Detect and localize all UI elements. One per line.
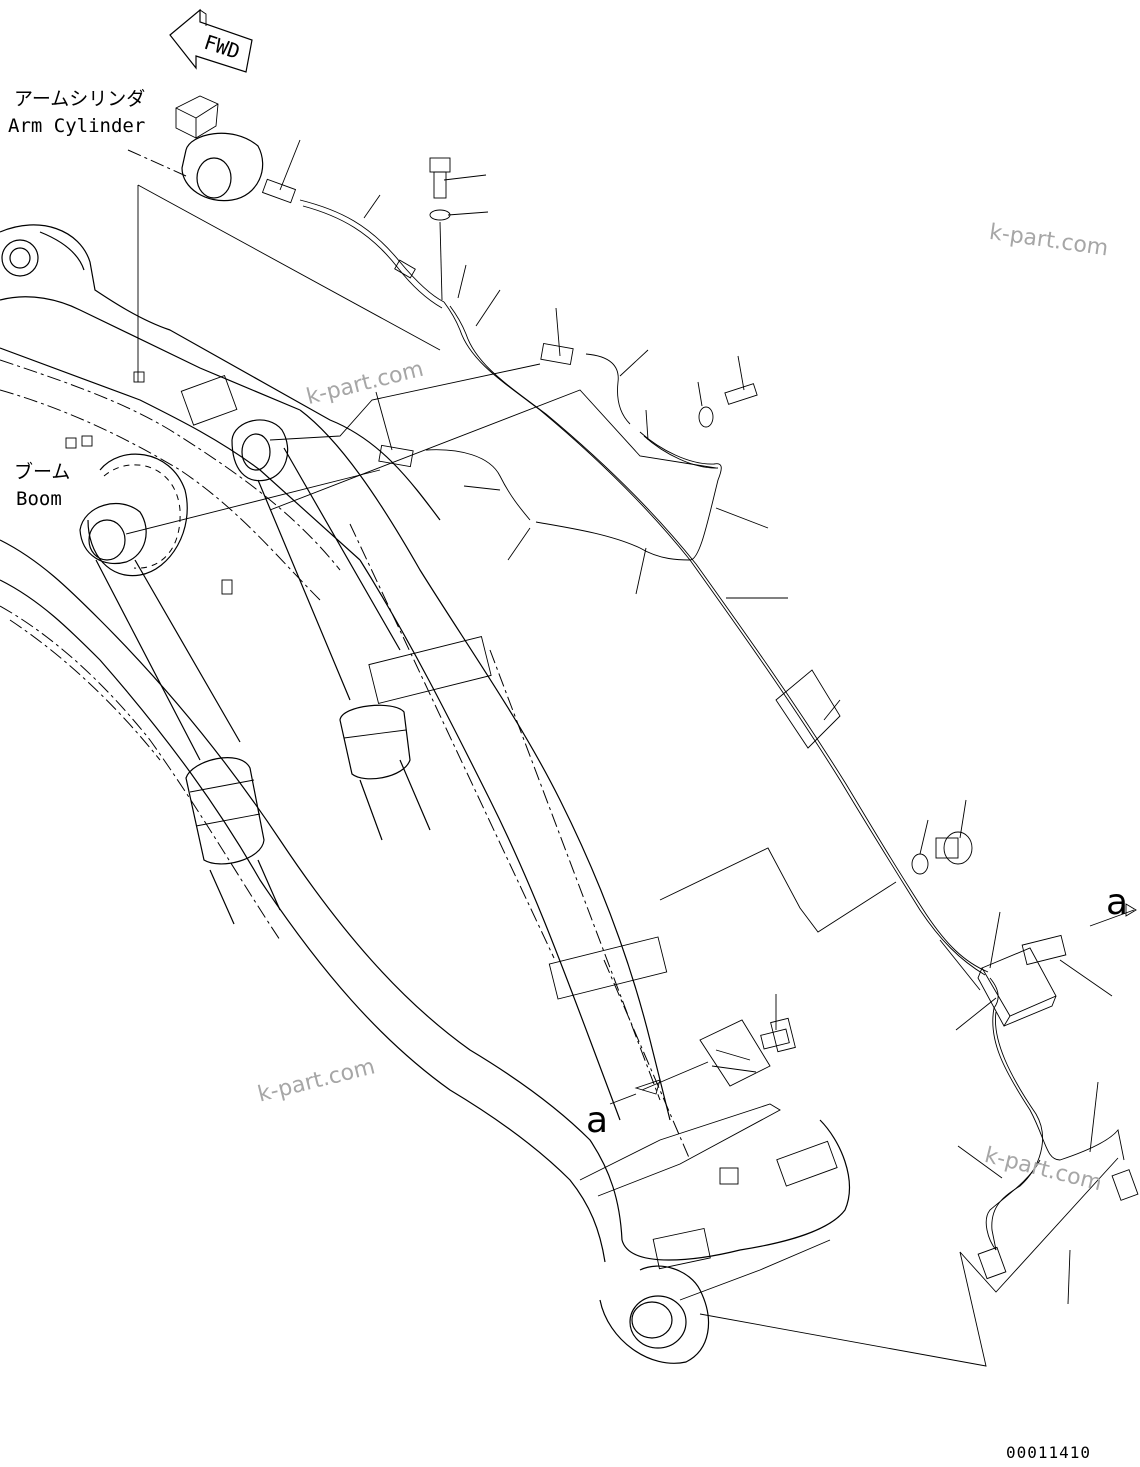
watermark: k-part.com bbox=[988, 220, 1110, 261]
grease-lines bbox=[261, 178, 1139, 1280]
boom-structure bbox=[0, 224, 671, 1263]
boom-label-en: Boom bbox=[16, 488, 62, 510]
bolt-icon bbox=[429, 157, 973, 1053]
boom-clamps bbox=[65, 371, 668, 1000]
arm-cylinder-body bbox=[231, 419, 431, 841]
drawing-number: 00011410 bbox=[1006, 1443, 1091, 1462]
boom-cylinder bbox=[79, 453, 281, 925]
view-reference-a-right: a bbox=[1106, 882, 1128, 923]
leader-lines bbox=[125, 139, 1137, 1367]
watermark: k-part.com bbox=[304, 357, 426, 410]
arm-cylinder-label-jp: アームシリンダ bbox=[14, 88, 145, 110]
arm-cylinder-head bbox=[127, 95, 264, 202]
view-reference-a-left: a bbox=[586, 1100, 608, 1141]
arm-cylinder-label-en: Arm Cylinder bbox=[8, 115, 145, 137]
pipe-clamps bbox=[699, 669, 841, 1087]
watermark: k-part.com bbox=[982, 1143, 1104, 1196]
boom-tip bbox=[579, 1103, 850, 1364]
forward-arrow-icon: FWD bbox=[169, 8, 253, 73]
boom-label-jp: ブーム bbox=[14, 460, 70, 483]
watermark: k-part.com bbox=[255, 1054, 377, 1107]
